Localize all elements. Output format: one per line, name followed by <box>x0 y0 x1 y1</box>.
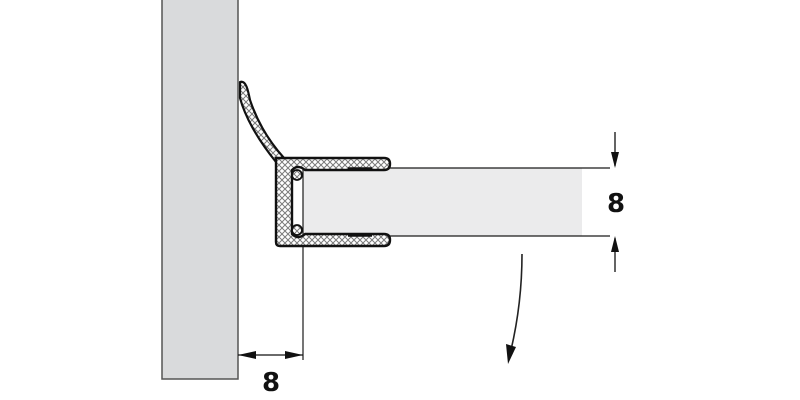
swing-direction-arrow <box>506 253 523 364</box>
wall-gap-label: 8 <box>262 368 281 398</box>
glass-panel <box>302 167 610 360</box>
seal-profile <box>238 80 392 248</box>
glass-thickness-dimension <box>611 132 619 272</box>
wall-gap-dimension <box>238 351 303 359</box>
glass-thickness-label: 8 <box>607 189 626 219</box>
wall <box>161 0 239 380</box>
